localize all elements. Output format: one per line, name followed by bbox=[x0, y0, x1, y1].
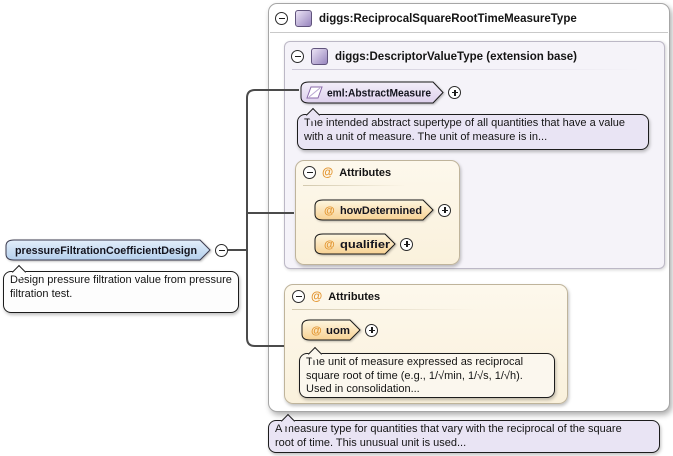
collapse-icon[interactable] bbox=[291, 50, 304, 63]
uom-label: uom bbox=[326, 325, 350, 337]
root-type-label: diggs:ReciprocalSquareRootTimeMeasureTyp… bbox=[319, 12, 577, 25]
root-type-doc-tooltip: A measure type for quantities that vary … bbox=[268, 420, 660, 453]
element-badge[interactable]: pressureFiltrationCoefficientDesign bbox=[4, 239, 212, 261]
attributes-group: @ Attributes @ howDetermined @ bbox=[295, 160, 460, 265]
collapse-icon[interactable] bbox=[275, 12, 288, 25]
uom-badge[interactable]: @ uom bbox=[300, 319, 362, 341]
element-doc-tooltip: Design pressure filtration value from pr… bbox=[3, 271, 239, 313]
at-icon: @ bbox=[311, 325, 322, 337]
extension-base-label: diggs:DescriptorValueType (extension bas… bbox=[335, 50, 577, 63]
expand-icon[interactable] bbox=[448, 86, 461, 99]
attribute-row: @ qualifier bbox=[313, 233, 413, 255]
at-icon: @ bbox=[311, 290, 323, 303]
attribute-row: @ uom bbox=[300, 319, 378, 341]
attributes-title: Attributes bbox=[339, 166, 392, 179]
how-determined-label: howDetermined bbox=[340, 205, 422, 217]
abstract-measure-row: eml:AbstractMeasure bbox=[299, 81, 461, 104]
complex-type-icon bbox=[295, 10, 312, 27]
attribute-row: @ howDetermined bbox=[313, 199, 451, 221]
attributes-header: @ Attributes bbox=[296, 161, 459, 179]
at-icon: @ bbox=[322, 166, 334, 179]
root-type-box: diggs:ReciprocalSquareRootTimeMeasureTyp… bbox=[268, 3, 670, 412]
divider bbox=[292, 309, 477, 310]
expand-icon[interactable] bbox=[438, 203, 451, 217]
attributes-title: Attributes bbox=[328, 290, 381, 303]
abstract-measure-label: eml:AbstractMeasure bbox=[327, 88, 431, 100]
abstract-measure-badge[interactable]: eml:AbstractMeasure bbox=[299, 81, 445, 104]
extension-base-header: diggs:DescriptorValueType (extension bas… bbox=[285, 42, 664, 65]
uom-attributes-group: @ Attributes @ uom The unit of measure e… bbox=[284, 284, 568, 404]
complex-type-icon bbox=[311, 48, 328, 65]
abstract-measure-doc-tooltip: The intended abstract supertype of all q… bbox=[297, 114, 649, 150]
element-row: pressureFiltrationCoefficientDesign bbox=[4, 239, 228, 261]
collapse-icon[interactable] bbox=[292, 290, 305, 303]
divider bbox=[292, 69, 659, 70]
extension-base-box: diggs:DescriptorValueType (extension bas… bbox=[284, 41, 665, 269]
element-label: pressureFiltrationCoefficientDesign bbox=[15, 245, 197, 257]
uom-doc-tooltip: The unit of measure expressed as recipro… bbox=[299, 353, 555, 398]
expand-icon[interactable] bbox=[400, 237, 413, 251]
divider bbox=[270, 32, 668, 33]
at-icon: @ bbox=[324, 239, 335, 251]
at-icon: @ bbox=[324, 205, 335, 217]
collapse-icon[interactable] bbox=[215, 243, 228, 257]
divider bbox=[303, 185, 407, 186]
collapse-icon[interactable] bbox=[303, 166, 316, 179]
root-type-header: diggs:ReciprocalSquareRootTimeMeasureTyp… bbox=[269, 4, 669, 27]
abstract-element-icon-hatch bbox=[308, 87, 321, 98]
expand-icon[interactable] bbox=[365, 323, 378, 337]
qualifier-label: qualifier bbox=[340, 239, 391, 251]
how-determined-badge[interactable]: @ howDetermined bbox=[313, 199, 435, 221]
qualifier-badge[interactable]: @ qualifier bbox=[313, 233, 397, 255]
attributes-header: @ Attributes bbox=[285, 285, 567, 303]
